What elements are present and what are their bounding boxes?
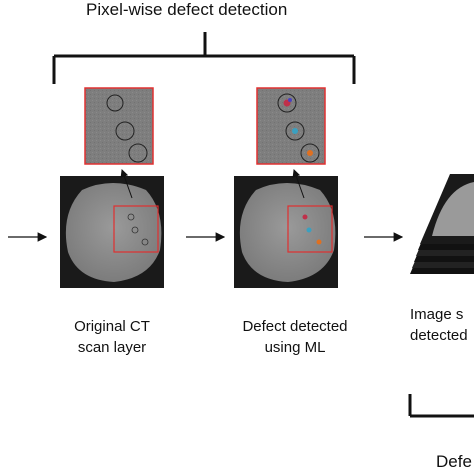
step-label-line: using ML	[264, 339, 326, 356]
pore-circle	[115, 121, 135, 141]
defect-marker	[302, 214, 308, 220]
defect-marker	[307, 150, 313, 156]
defect-marker	[288, 98, 292, 102]
bottom-bracket	[408, 394, 474, 418]
defect-marker	[316, 239, 322, 245]
step-label-stack: Image s detected	[410, 304, 474, 346]
defect-marker	[292, 128, 298, 134]
roi-box	[113, 205, 159, 253]
step-label-line: Image s	[410, 306, 464, 323]
scan-panel-original	[60, 169, 164, 288]
step-label-line: scan layer	[77, 339, 147, 356]
bottom-label: Defe	[436, 452, 472, 471]
step-label-line: Defect detected	[242, 318, 348, 335]
diagram-title: Pixel-wise defect detection	[86, 0, 288, 19]
pore-circle	[300, 143, 320, 163]
pore-circle	[128, 143, 148, 163]
pore-circle	[127, 213, 135, 221]
pore-circle	[277, 93, 297, 113]
step-label-line: detected	[410, 327, 468, 344]
scan-panel-detected	[234, 169, 338, 288]
pore-circle	[106, 94, 124, 112]
image-stack	[410, 174, 474, 274]
zoom-panel-original	[84, 87, 154, 165]
step-label-detected: Defect detected using ML	[220, 316, 370, 358]
step-label-original: Original CT scan layer	[44, 316, 180, 358]
step-label-line: Original CT	[74, 318, 150, 335]
pore-circle	[141, 238, 149, 246]
top-bracket	[52, 32, 356, 84]
pore-circle	[285, 121, 305, 141]
zoom-arrow	[120, 169, 133, 199]
pore-circle	[131, 226, 139, 234]
zoom-panel-detected	[256, 87, 326, 165]
zoom-arrow	[292, 169, 305, 199]
defect-marker	[306, 227, 312, 233]
roi-box	[287, 205, 333, 253]
